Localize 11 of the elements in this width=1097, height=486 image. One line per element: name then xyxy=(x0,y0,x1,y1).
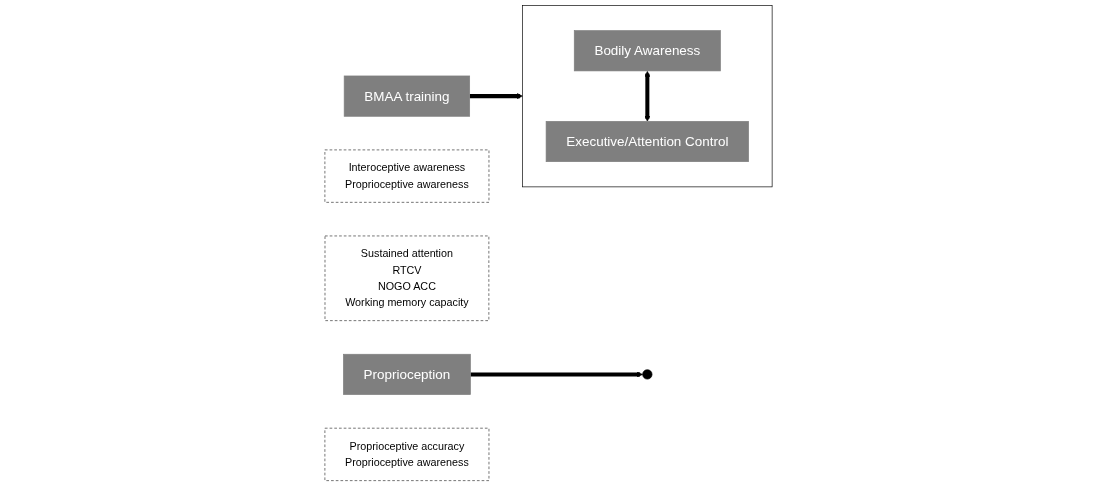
node-box: Proprioception xyxy=(343,353,471,395)
node-box: BMAA training xyxy=(343,75,470,117)
arrow xyxy=(470,371,643,378)
node-box: Executive/Attention Control xyxy=(545,121,749,162)
node-box: Proprioceptive accuracy Proprioceptive awareness xyxy=(324,427,490,481)
arrow xyxy=(469,93,523,100)
node-box: Interoceptive awareness Proprioceptive awareness xyxy=(324,149,490,203)
arrow xyxy=(644,70,651,122)
node-box: Bodily Awareness xyxy=(573,30,721,72)
cluster xyxy=(522,5,773,188)
node-box: Sustained attention RTCV NOGO ACC Working memory capacity xyxy=(324,235,490,321)
